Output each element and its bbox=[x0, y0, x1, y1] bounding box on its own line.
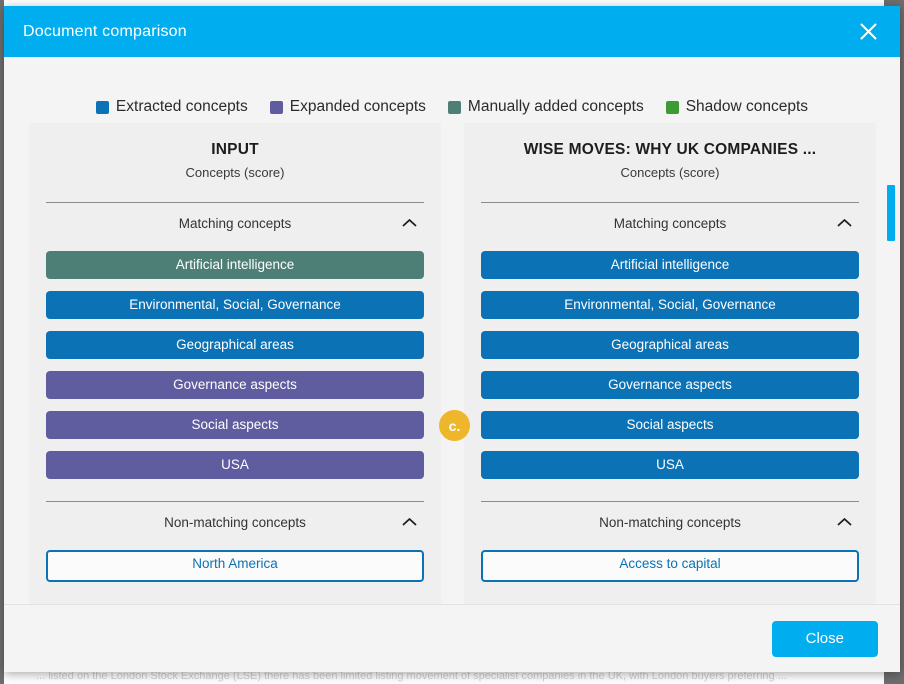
annotation-marker: c. bbox=[439, 410, 470, 441]
section-label: Non-matching concepts bbox=[599, 514, 741, 530]
legend-swatch-icon bbox=[95, 100, 109, 114]
section-label: Matching concepts bbox=[178, 215, 292, 231]
section-divider bbox=[46, 202, 424, 203]
chevron-up-icon[interactable] bbox=[400, 214, 418, 232]
concept-chip[interactable]: Environmental, Social, Governance bbox=[46, 291, 424, 319]
concept-chip[interactable]: Social aspects bbox=[46, 411, 424, 439]
section-label: Non-matching concepts bbox=[164, 514, 306, 530]
legend-item: Extracted concepts bbox=[95, 98, 248, 116]
panel-title: INPUT bbox=[211, 141, 259, 158]
legend-label: Shadow concepts bbox=[685, 98, 809, 115]
concept-chip[interactable]: USA bbox=[481, 451, 859, 479]
concept-chip[interactable]: Governance aspects bbox=[46, 371, 424, 399]
concept-chip[interactable]: Geographical areas bbox=[481, 331, 859, 359]
underlying-page-text: ... listed on the London Stock Exchange … bbox=[36, 670, 787, 682]
vertical-scrollbar-track[interactable] bbox=[887, 123, 895, 604]
section-header-toggle[interactable]: Matching concepts bbox=[481, 203, 859, 243]
legend-swatch-icon bbox=[447, 100, 461, 114]
panel-subtitle: Concepts (score) bbox=[620, 165, 720, 180]
legend-label: Expanded concepts bbox=[289, 98, 426, 115]
vertical-scrollbar-thumb[interactable] bbox=[887, 185, 895, 241]
concept-chip[interactable]: USA bbox=[46, 451, 424, 479]
dialog-titlebar: Document comparison bbox=[4, 6, 900, 57]
dialog-footer: Close bbox=[4, 604, 900, 672]
dialog-body: Extracted concepts Expanded concepts Manua… bbox=[4, 57, 900, 604]
legend-swatch-icon bbox=[269, 100, 283, 114]
concept-chip[interactable]: North America bbox=[46, 550, 424, 582]
concept-chip[interactable]: Geographical areas bbox=[46, 331, 424, 359]
section-header-toggle[interactable]: Matching concepts bbox=[46, 203, 424, 243]
section-divider bbox=[481, 202, 859, 203]
panel-title: WISE MOVES: WHY UK COMPANIES ... bbox=[523, 141, 817, 158]
close-button[interactable]: Close bbox=[771, 620, 878, 657]
concept-chip[interactable]: Environmental, Social, Governance bbox=[481, 291, 859, 319]
chevron-up-icon[interactable] bbox=[835, 214, 853, 232]
close-icon[interactable] bbox=[853, 17, 883, 47]
concept-type-legend: Extracted concepts Expanded concepts Manua… bbox=[4, 98, 900, 116]
concept-chip[interactable]: Governance aspects bbox=[481, 371, 859, 399]
panel-subtitle: Concepts (score) bbox=[185, 165, 285, 180]
dialog-title: Document comparison bbox=[23, 22, 187, 40]
chevron-up-icon[interactable] bbox=[835, 513, 853, 531]
legend-label: Manually added concepts bbox=[467, 98, 644, 115]
section-label: Matching concepts bbox=[613, 215, 727, 231]
concept-chip[interactable]: Access to capital bbox=[481, 550, 859, 582]
legend-item: Manually added concepts bbox=[447, 98, 644, 116]
concept-chip[interactable]: Artificial intelligence bbox=[46, 251, 424, 279]
concept-chip[interactable]: Artificial intelligence bbox=[481, 251, 859, 279]
legend-swatch-icon bbox=[665, 100, 679, 114]
section-divider bbox=[46, 501, 424, 502]
concept-chip-list: Access to capital bbox=[481, 550, 859, 582]
concept-chip-list: North America bbox=[46, 550, 424, 582]
concept-chip[interactable]: Social aspects bbox=[481, 411, 859, 439]
section-header-toggle[interactable]: Non-matching concepts bbox=[481, 502, 859, 542]
legend-label: Extracted concepts bbox=[115, 98, 248, 115]
legend-item: Shadow concepts bbox=[665, 98, 809, 116]
section-divider bbox=[481, 501, 859, 502]
chevron-up-icon[interactable] bbox=[400, 513, 418, 531]
legend-item: Expanded concepts bbox=[269, 98, 426, 116]
comparison-panel-document: WISE MOVES: WHY UK COMPANIES ... Concepts… bbox=[464, 123, 876, 604]
section-header-toggle[interactable]: Non-matching concepts bbox=[46, 502, 424, 542]
